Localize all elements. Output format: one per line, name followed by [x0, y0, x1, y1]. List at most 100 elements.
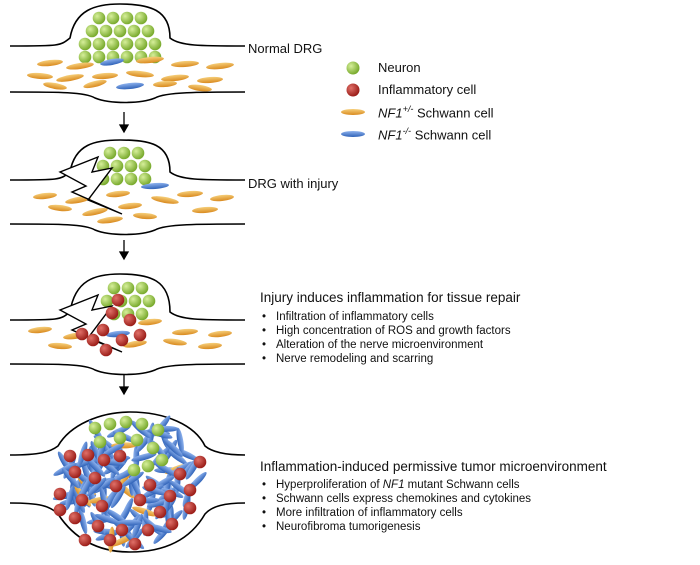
- arrow-3: [118, 375, 130, 396]
- bullet1-gene: NF1: [382, 479, 405, 491]
- neuron: [141, 459, 155, 473]
- lightning-bolt-injury-icon: [58, 155, 123, 215]
- drg-outline-tumor: [9, 411, 246, 553]
- schwann-nf1-null: [116, 82, 144, 90]
- neuron: [92, 50, 106, 64]
- inflammatory-cell: [75, 327, 89, 341]
- neuron: [120, 11, 134, 25]
- neuron: [121, 281, 135, 295]
- neuron: [78, 50, 92, 64]
- schwann-nf1-null: [132, 513, 143, 539]
- neurons-injury: [96, 146, 152, 186]
- schwann-nf1-het: [82, 208, 108, 216]
- list-item: More infiltration of inflammatory cells: [262, 506, 531, 520]
- drg-outline-normal: [9, 3, 246, 104]
- list-item: High concentration of ROS and growth fac…: [262, 324, 511, 338]
- stage3-bullets: Infiltration of inflammatory cells High …: [262, 310, 511, 366]
- schwann-nf1-null: [176, 427, 184, 454]
- neuron: [135, 281, 149, 295]
- inflammatory-cell: [78, 533, 92, 547]
- inflammatory-cell: [141, 523, 155, 537]
- schwann-nf1-het: [123, 340, 147, 348]
- inflammatory-cell: [163, 489, 177, 503]
- neuron: [128, 294, 142, 308]
- inflammatory-cells-inflamed: [75, 293, 147, 357]
- schwann-nf1-null: [163, 438, 183, 457]
- schwann-nf1-het: [136, 56, 164, 64]
- neuron: [92, 37, 106, 51]
- stage4-heading: Inflammation-induced permissive tumor mi…: [260, 459, 607, 474]
- inflammatory-cell: [165, 517, 179, 531]
- legend-inflammatory-label: Inflammatory cell: [378, 82, 477, 97]
- schwann-cells-tumor: [52, 415, 207, 553]
- inflammatory-cell: [183, 501, 197, 515]
- inflammatory-cell: [173, 467, 187, 481]
- neuron: [135, 307, 149, 321]
- neuron: [131, 146, 145, 160]
- schwann-nf1-het: [171, 60, 199, 68]
- inflammatory-cell: [97, 453, 111, 467]
- neuron: [103, 146, 117, 160]
- neuron: [138, 172, 152, 186]
- inflammatory-cell: [68, 465, 82, 479]
- schwann-nf1-het: [151, 196, 179, 204]
- schwann-nf1-null: [166, 448, 188, 465]
- schwann-nf1-het: [27, 72, 53, 80]
- inflammatory-cell: [99, 343, 113, 357]
- arrow-2: [118, 240, 130, 261]
- schwann-nf1-null: [87, 477, 107, 497]
- list-item: Hyperproliferation of NF1 mutant Schwann…: [262, 478, 531, 492]
- neuron: [107, 281, 121, 295]
- neuron: [135, 417, 149, 431]
- neuron: [88, 421, 102, 435]
- neuron: [85, 24, 99, 38]
- drg-outline-inflamed: [9, 273, 246, 376]
- legend-neuron-label: Neuron: [378, 60, 421, 75]
- bullet1-pre: Hyperproliferation of: [276, 479, 383, 491]
- inflammatory-cell: [81, 448, 95, 462]
- schwann-nf1-het: [106, 190, 130, 198]
- schwann-nf1-null: [94, 514, 120, 525]
- schwann-nf1-het: [126, 70, 154, 78]
- inflammatory-cell: [53, 487, 67, 501]
- inflammatory-cell: [103, 533, 117, 547]
- neuron: [146, 441, 160, 455]
- inflammatory-cell: [91, 519, 105, 533]
- schwann-nf1-het: [197, 76, 223, 84]
- inflammatory-cell: [115, 523, 129, 537]
- schwann-nf1-null: [106, 425, 131, 438]
- neuron: [151, 423, 165, 437]
- inflammatory-cells-tumor: [53, 448, 207, 551]
- schwann-nf1-het: [161, 74, 189, 82]
- neuron: [120, 50, 134, 64]
- arrow-1: [118, 112, 130, 134]
- schwann-nf1-het: [33, 192, 57, 200]
- neuron: [124, 159, 138, 173]
- legend-nf1-het-label: NF1+/- Schwann cell: [378, 104, 494, 120]
- neuron: [148, 37, 162, 51]
- schwann-nf1-het: [210, 194, 234, 202]
- neuron: [106, 37, 120, 51]
- legend-inflammatory-icon: [346, 83, 360, 97]
- schwann-cells-injury: [33, 182, 234, 224]
- drg-outline-injury: [9, 139, 246, 236]
- neurons-normal: [78, 11, 162, 64]
- list-item: Alteration of the nerve microenvironment: [262, 338, 511, 352]
- neuron: [119, 415, 133, 429]
- legend-nf1-het-gene: NF1: [378, 105, 403, 121]
- bullet1-post: mutant Schwann cells: [404, 479, 520, 491]
- neuron: [138, 159, 152, 173]
- schwann-nf1-het: [28, 326, 52, 334]
- stage3-heading: Injury induces inflammation for tissue r…: [260, 290, 521, 305]
- inflammatory-cell: [123, 313, 137, 327]
- neuron: [99, 24, 113, 38]
- neuron: [124, 172, 138, 186]
- inflammatory-cell: [183, 483, 197, 497]
- schwann-nf1-null: [61, 468, 80, 489]
- schwann-nf1-null: [101, 443, 125, 457]
- inflammatory-cell: [63, 449, 77, 463]
- inflammatory-cell: [143, 478, 157, 492]
- schwann-nf1-het: [48, 342, 72, 350]
- inflammatory-cell: [96, 323, 110, 337]
